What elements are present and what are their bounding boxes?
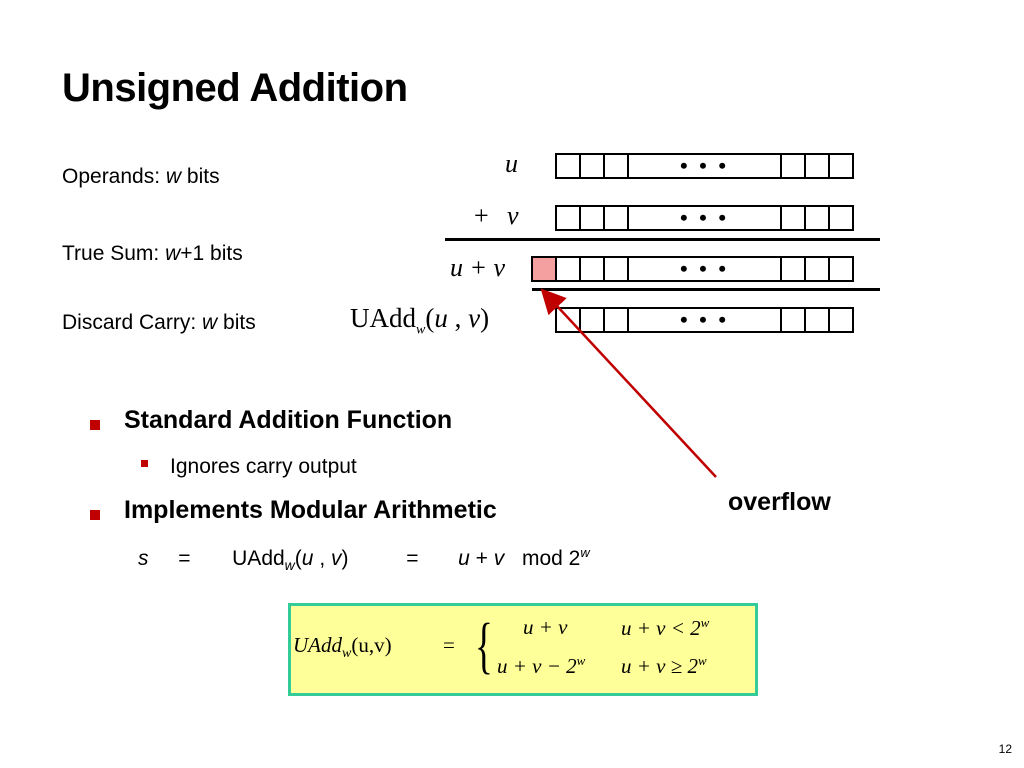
ellipsis-cell: • • •	[627, 205, 782, 231]
ellipsis-dots: • • •	[679, 205, 730, 230]
case1-value: u + v	[523, 615, 568, 640]
formula-rhs-v: v	[493, 547, 505, 570]
uadd-subscript: w	[416, 322, 426, 338]
slide-title: Unsigned Addition	[62, 66, 408, 110]
formula-rhs-plus: +	[469, 547, 494, 570]
register-sum: • • •	[531, 256, 854, 282]
case2-condition-text: u + v ≥ 2	[621, 654, 699, 678]
bit-cell	[603, 307, 629, 333]
row-label-v: v	[507, 201, 519, 230]
case2-value-text: u + v − 2	[497, 654, 577, 678]
formula-exponent: w	[580, 545, 590, 560]
operands-label: Operands: w bits	[62, 165, 220, 189]
register-uadd: • • •	[555, 307, 854, 333]
bit-cell	[828, 256, 854, 282]
formula-open: (	[294, 547, 302, 570]
formula-uadd: UAdd	[232, 547, 285, 570]
sub-bullet-marker	[141, 460, 148, 467]
row-label-uadd: UAddw(u , v)	[350, 303, 489, 338]
definition-uadd: UAdd	[293, 633, 342, 657]
definition-args: (u,v)	[351, 633, 392, 657]
bullet-marker	[90, 510, 100, 520]
bullet-marker	[90, 420, 100, 430]
register-u: • • •	[555, 153, 854, 179]
uadd-name: UAdd	[350, 303, 416, 333]
bit-cell	[828, 307, 854, 333]
formula-eq2: =	[406, 547, 419, 570]
case1-exponent: w	[700, 615, 710, 630]
definition-brace: {	[475, 612, 493, 680]
formula-v: v	[331, 547, 342, 570]
discard-rule-line	[532, 288, 880, 291]
case2-condition: u + v ≥ 2w	[621, 653, 707, 679]
discard-prefix: Discard Carry:	[62, 311, 203, 334]
bit-cell	[804, 153, 830, 179]
operands-suffix: bits	[181, 165, 220, 188]
operands-w: w	[165, 165, 182, 188]
case2-value-exponent: w	[576, 653, 586, 668]
register-v: • • •	[555, 205, 854, 231]
page-number: 12	[998, 742, 1012, 756]
bullet-standard-addition: Standard Addition Function	[124, 406, 453, 434]
bullet-modular-arithmetic: Implements Modular Arithmetic	[124, 496, 497, 524]
formula-close: )	[341, 547, 349, 570]
formula-rhs-u: u	[458, 547, 470, 570]
uadd-definition-box: UAddw(u,v) = { u + v u + v < 2w u + v − …	[288, 603, 758, 696]
case2-value: u + v − 2w	[497, 653, 585, 679]
true-sum-w: w	[165, 242, 181, 265]
case2-exponent: w	[698, 653, 707, 668]
ellipsis-dots: • • •	[679, 256, 730, 281]
uadd-close: )	[480, 303, 490, 333]
case1-value-text: u + v	[523, 615, 568, 639]
discard-w: w	[202, 311, 218, 334]
discard-suffix: bits	[217, 311, 256, 334]
ellipsis-cell: • • •	[627, 256, 782, 282]
true-sum-label: True Sum: w+1 bits	[62, 242, 243, 266]
carry-bit-cell	[531, 256, 557, 282]
bit-cell	[555, 205, 581, 231]
overflow-label: overflow	[728, 488, 831, 516]
bit-cell	[828, 153, 854, 179]
formula-line: s = UAddw(u , v) = u + v mod 2w	[138, 545, 590, 573]
ellipsis-dots: • • •	[679, 307, 730, 332]
uadd-arg-u: u	[434, 303, 448, 333]
row-label-u: u	[505, 149, 518, 178]
formula-subscript: w	[284, 557, 295, 574]
formula-s: s	[138, 547, 149, 570]
bit-cell	[828, 205, 854, 231]
sum-rule-line	[445, 238, 880, 241]
bit-cell	[780, 256, 806, 282]
case1-condition: u + v < 2w	[621, 615, 709, 641]
formula-mod: mod 2	[521, 547, 581, 570]
uadd-arg-v: v	[468, 303, 481, 333]
formula-u: u	[301, 547, 314, 570]
row-label-plus: +	[474, 201, 489, 230]
bit-cell	[780, 205, 806, 231]
definition-subscript: w	[342, 646, 352, 662]
bit-cell	[579, 205, 605, 231]
sub-bullet-ignores-carry: Ignores carry output	[170, 455, 357, 478]
ellipsis-dots: • • •	[679, 153, 730, 178]
definition-equals: =	[443, 633, 455, 657]
discard-carry-label: Discard Carry: w bits	[62, 311, 256, 335]
bit-cell	[579, 307, 605, 333]
uadd-open: (	[425, 303, 435, 333]
true-sum-prefix: True Sum:	[62, 242, 166, 265]
operands-prefix: Operands:	[62, 165, 166, 188]
true-sum-suffix: +1 bits	[180, 242, 243, 265]
formula-comma: ,	[313, 547, 331, 570]
definition-lhs: UAddw(u,v)	[293, 633, 392, 662]
case1-condition-text: u + v < 2	[621, 616, 701, 640]
row-label-sum: u + v	[450, 253, 506, 282]
formula-eq1: =	[178, 547, 191, 570]
bit-cell	[603, 205, 629, 231]
ellipsis-cell: • • •	[627, 153, 782, 179]
bit-cell	[555, 153, 581, 179]
uadd-comma: ,	[447, 303, 469, 333]
